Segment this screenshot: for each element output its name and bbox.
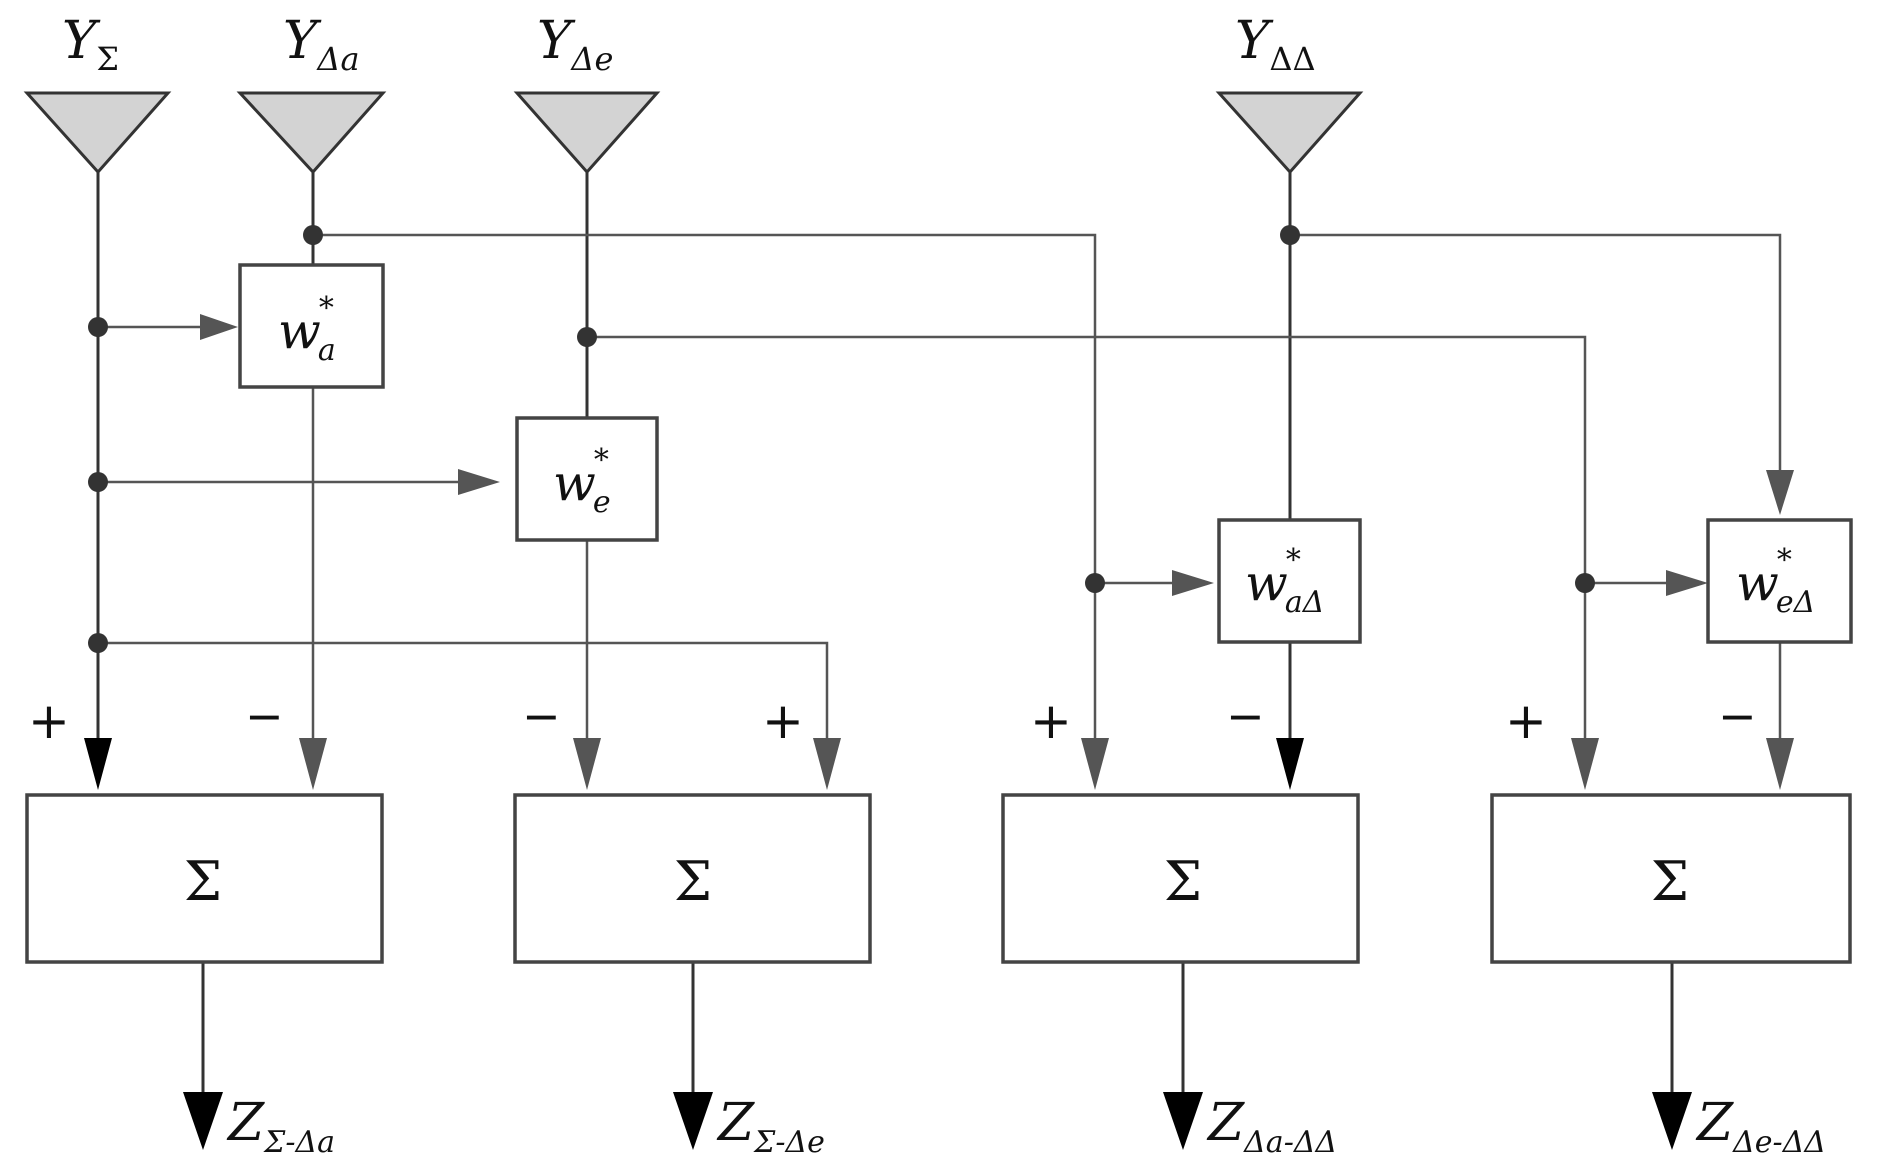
output-label-z3: ZΔa-ΔΔ bbox=[1206, 1093, 1337, 1160]
output-label-z4: ZΔe-ΔΔ bbox=[1695, 1093, 1826, 1160]
weight-label-w-e-delta: w*eΔ bbox=[1736, 543, 1815, 620]
summer-block-2: Σ bbox=[513, 793, 872, 964]
arrowhead bbox=[1766, 738, 1794, 790]
antenna-icon bbox=[236, 91, 387, 175]
sign-labels: + − − + + − + − bbox=[28, 689, 1757, 750]
summer-block-4: Σ bbox=[1490, 793, 1852, 964]
arrowhead bbox=[1172, 570, 1214, 596]
summer-symbol: Σ bbox=[1651, 850, 1689, 913]
junction-dot bbox=[88, 317, 108, 337]
summer-symbol: Σ bbox=[1164, 850, 1202, 913]
arrowhead bbox=[1766, 470, 1794, 515]
arrowhead bbox=[813, 738, 841, 790]
output-label-z2: ZΣ-Δe bbox=[716, 1093, 825, 1160]
arrowhead bbox=[299, 738, 327, 790]
junction-dot bbox=[1085, 573, 1105, 593]
summer-symbol: Σ bbox=[674, 850, 712, 913]
weight-label-w-a: w*a bbox=[278, 291, 336, 368]
plus-sign: + bbox=[28, 692, 70, 750]
arrowhead bbox=[573, 738, 601, 790]
minus-sign: − bbox=[1226, 689, 1265, 743]
minus-sign: − bbox=[245, 689, 284, 743]
plus-sign: + bbox=[1030, 692, 1072, 750]
output-label-z1: ZΣ-Δa bbox=[226, 1093, 335, 1160]
arrowhead bbox=[84, 738, 112, 790]
weight-label-w-a-delta: w*aΔ bbox=[1245, 543, 1324, 620]
arrowhead bbox=[1666, 570, 1708, 596]
plus-sign: + bbox=[1505, 692, 1547, 750]
arrowhead bbox=[183, 1092, 223, 1150]
arrowheads bbox=[84, 314, 1794, 1150]
junction-dot bbox=[1575, 573, 1595, 593]
arrowhead bbox=[673, 1092, 713, 1150]
junction-dot bbox=[88, 472, 108, 492]
arrowhead bbox=[1081, 738, 1109, 790]
weight-block-w-a: w*a bbox=[238, 263, 385, 389]
summer-block-1: Σ bbox=[25, 793, 384, 964]
weight-block-w-a-delta: w*aΔ bbox=[1217, 518, 1362, 644]
junction-dot bbox=[88, 633, 108, 653]
arrowhead bbox=[1163, 1092, 1203, 1150]
input-label-y-delta-e: YΔe bbox=[537, 11, 613, 78]
output-labels: ZΣ-Δa ZΣ-Δe ZΔa-ΔΔ ZΔe-ΔΔ bbox=[226, 1093, 1826, 1160]
arrowhead bbox=[458, 469, 500, 495]
antenna-icon bbox=[23, 91, 172, 175]
junction-dots bbox=[88, 225, 1595, 653]
arrowhead bbox=[1571, 738, 1599, 790]
antenna-icon bbox=[1215, 91, 1364, 175]
minus-sign: − bbox=[1718, 689, 1757, 743]
input-label-y-delta-delta: YΔΔ bbox=[1235, 11, 1316, 78]
junction-dot bbox=[303, 225, 323, 245]
input-labels: YΣ YΔa YΔe YΔΔ bbox=[62, 11, 1316, 78]
input-label-y-delta-a: YΔa bbox=[283, 11, 360, 78]
junction-dot bbox=[1280, 225, 1300, 245]
junction-dot bbox=[577, 327, 597, 347]
summer-block-3: Σ bbox=[1001, 793, 1360, 964]
arrowhead bbox=[1276, 738, 1304, 790]
summer-symbol: Σ bbox=[184, 850, 222, 913]
weight-block-w-e: w*e bbox=[515, 416, 659, 542]
minus-sign: − bbox=[522, 689, 561, 743]
weight-label-w-e: w*e bbox=[553, 443, 611, 520]
input-label-y-sigma: YΣ bbox=[62, 11, 119, 78]
weight-block-w-e-delta: w*eΔ bbox=[1706, 518, 1853, 644]
arrowhead bbox=[200, 314, 238, 340]
plus-sign: + bbox=[762, 692, 804, 750]
antenna-icon bbox=[513, 91, 661, 175]
arrowhead bbox=[1652, 1092, 1692, 1150]
antennas bbox=[23, 91, 1364, 175]
